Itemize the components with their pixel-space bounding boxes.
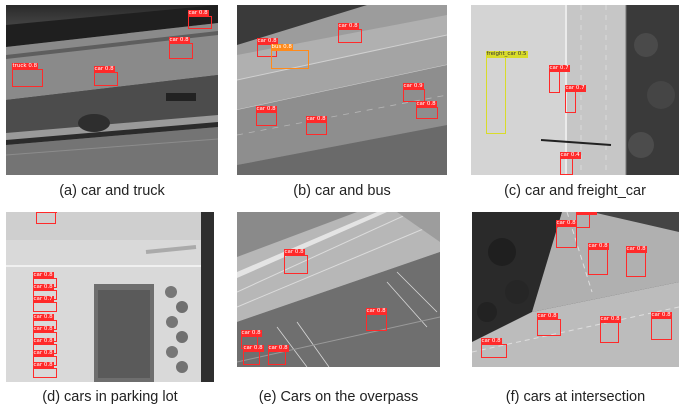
detection-car: car 0.8 [575, 212, 597, 228]
detection-car: car 0.8 [599, 316, 621, 343]
caption-c: (c) car and freight_car [504, 183, 646, 199]
detection-car: car 0.8 [480, 338, 507, 358]
detection-freight-car: freight_car 0.5 [485, 51, 528, 134]
detection-car: car 0.8 [536, 313, 561, 336]
detection-truck: truck 0.8 [11, 63, 43, 87]
detection-car: car 0.7 [548, 65, 570, 93]
detection-car: car 0.8 [168, 37, 193, 59]
detection-car: car 0.7 [32, 296, 57, 312]
detection-car: car 0.8 [587, 243, 609, 275]
detection-car: car 0.4 [559, 152, 581, 175]
detection-car: car 0.8 [337, 23, 362, 43]
detection-bus: bus 0.8 [270, 44, 309, 69]
detection-car: car 0.8 [32, 362, 57, 378]
caption-a: (a) car and truck [59, 183, 165, 199]
detection-car: car 0.8 [35, 212, 57, 224]
detection-car: car 0.8 [365, 308, 387, 331]
panel-b-image: car 0.8 car 0.8 bus 0.8 car 0.8 car 0.8 … [237, 5, 447, 175]
detection-car: car 0.8 [242, 345, 264, 365]
caption-f: (f) cars at intersection [505, 389, 646, 405]
panel-e-image: car 0.8 car 0.8 car 0.8 car 0.8 car 0.8 [237, 212, 440, 367]
detection-car: car 0.8 [255, 106, 277, 126]
detection-car: car 0.8 [555, 220, 577, 248]
detection-car: car 0.9 [402, 83, 425, 102]
detection-car: car 0.8 [415, 101, 438, 119]
panel-c-image: freight_car 0.5 car 0.7 car 0.7 car 0.4 [471, 5, 679, 175]
detection-car: car 0.8 [187, 10, 212, 29]
detection-car: car 0.8 [625, 246, 647, 277]
detection-car: car 0.8 [650, 312, 672, 340]
panel-a-image: truck 0.8 car 0.8 car 0.8 car 0.8 [6, 5, 218, 175]
detection-car: car 0.8 [93, 66, 118, 86]
detection-car: car 0.8 [283, 249, 308, 274]
caption-b: (b) car and bus [293, 183, 391, 199]
panel-f-image: car 0.8 car 0.8 car 0.8 car 0.8 car 0.8 … [472, 212, 679, 367]
detection-car: car 0.8 [267, 345, 289, 365]
caption-e: (e) Cars on the overpass [258, 389, 419, 405]
detection-car: car 0.8 [305, 116, 327, 135]
caption-d: (d) cars in parking lot [42, 389, 178, 405]
panel-d-image: car 0.8 car 0.8 car 0.8 car 0.7 car 0.8 … [6, 212, 214, 382]
detection-car: car 0.7 [564, 85, 586, 113]
